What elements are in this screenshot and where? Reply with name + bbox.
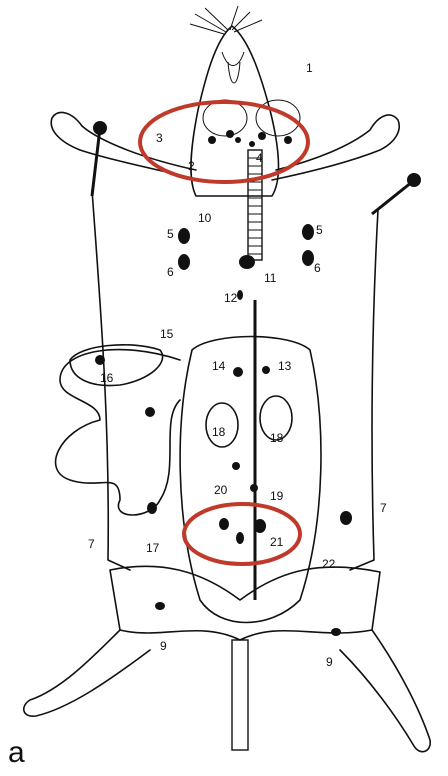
label-21: 21 <box>270 535 284 549</box>
trachea <box>248 150 262 260</box>
abdominal-wall <box>180 337 321 623</box>
label-15: 15 <box>160 327 174 341</box>
left-salivary-gland <box>203 100 247 136</box>
label-11: 11 <box>264 271 277 285</box>
label-7-right: 7 <box>380 501 387 515</box>
label-22: 22 <box>322 557 336 571</box>
cecum <box>70 345 163 386</box>
label-7-left: 7 <box>88 537 95 551</box>
pelvis <box>110 566 380 640</box>
label-5-right: 5 <box>316 223 323 237</box>
label-9-left: 9 <box>160 639 167 653</box>
label-3: 3 <box>156 131 163 145</box>
label-18-left: 18 <box>212 425 226 439</box>
whiskers <box>190 6 262 34</box>
intestines <box>56 350 180 515</box>
lymph-nodes <box>95 130 352 636</box>
label-6-right: 6 <box>314 261 321 275</box>
label-5-left: 5 <box>167 227 174 241</box>
head-outline <box>191 26 279 196</box>
label-19: 19 <box>270 489 284 503</box>
panel-label: a <box>8 738 25 768</box>
mouth-opening <box>222 52 244 66</box>
left-forelimb <box>51 112 200 180</box>
label-17: 17 <box>146 541 160 555</box>
label-9-right: 9 <box>326 655 333 669</box>
label-18-right: 18 <box>270 431 284 445</box>
label-6-left: 6 <box>167 265 174 279</box>
label-2: 2 <box>188 159 195 173</box>
highlight-cervical-region <box>140 102 308 182</box>
label-1: 1 <box>306 61 313 75</box>
label-16: 16 <box>100 371 114 385</box>
label-10: 10 <box>198 211 212 225</box>
label-4: 4 <box>256 151 263 165</box>
label-20: 20 <box>214 483 228 497</box>
right-forelimb <box>272 115 399 180</box>
label-14: 14 <box>212 359 226 373</box>
right-skin-flap <box>350 210 378 570</box>
label-12: 12 <box>224 291 238 305</box>
right-hindlimb <box>340 630 430 752</box>
tail-base <box>232 640 248 750</box>
label-13: 13 <box>278 359 292 373</box>
left-hindlimb <box>24 630 150 716</box>
